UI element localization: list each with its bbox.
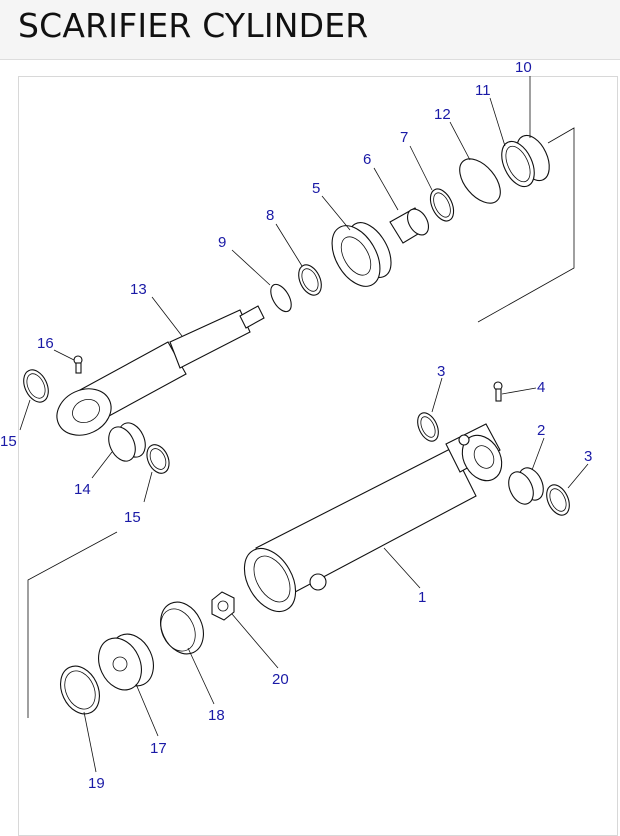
part-label-11: 11 [475, 82, 491, 99]
part-1-cylinder-tube [243, 423, 503, 612]
part-label-16: 16 [37, 335, 54, 352]
part-16-grease-fitting [73, 355, 83, 374]
part-7-ring [429, 188, 455, 222]
part-label-19: 19 [88, 775, 105, 792]
part-label-7: 7 [400, 129, 408, 146]
part-label-15-left: 15 [0, 433, 17, 450]
part-2-bushing [508, 467, 544, 505]
part-label-15: 15 [124, 509, 141, 526]
part-6-bushing [389, 207, 430, 244]
part-label-18: 18 [208, 707, 225, 724]
part-20-nut [211, 591, 235, 621]
part-3-seal-2 [546, 484, 570, 516]
part-label-4: 4 [537, 379, 545, 396]
part-label-8: 8 [266, 207, 274, 224]
part-11-ring [501, 134, 550, 188]
part-8-ring [298, 264, 322, 296]
bracket-lines [27, 127, 575, 718]
page-title: SCARIFIER CYLINDER [18, 6, 369, 45]
part-17-piston [98, 633, 154, 691]
part-label-17: 17 [150, 740, 167, 757]
part-3-seal [417, 412, 439, 442]
part-label-13: 13 [130, 281, 147, 298]
part-9-snap-ring [270, 283, 292, 313]
part-19-seal [60, 665, 100, 715]
part-label-5: 5 [312, 180, 320, 197]
page-header: SCARIFIER CYLINDER [0, 0, 620, 60]
part-14-bushing [108, 422, 146, 462]
part-18-wear-ring [160, 601, 204, 655]
part-label-6: 6 [363, 151, 371, 168]
part-label-10: 10 [515, 59, 532, 76]
part-15-dust-seal-2 [146, 444, 170, 474]
part-label-20: 20 [272, 671, 289, 688]
part-label-14: 14 [74, 481, 91, 498]
part-12-ring [459, 158, 501, 204]
part-13-piston-rod [56, 305, 265, 436]
part-label-3-upper: 3 [437, 363, 445, 380]
part-5-rod-head [331, 222, 392, 287]
part-15-dust-seal [23, 369, 49, 403]
part-label-12: 12 [434, 106, 451, 123]
part-label-9: 9 [218, 234, 226, 251]
part-4-grease-fitting [493, 381, 503, 402]
part-label-1: 1 [418, 589, 426, 606]
part-labels: 10 11 12 7 6 5 8 9 13 16 15 14 15 3 4 2 … [0, 59, 592, 792]
leader-lines [19, 76, 589, 773]
part-label-3-lower: 3 [584, 448, 592, 465]
part-label-2: 2 [537, 422, 545, 439]
